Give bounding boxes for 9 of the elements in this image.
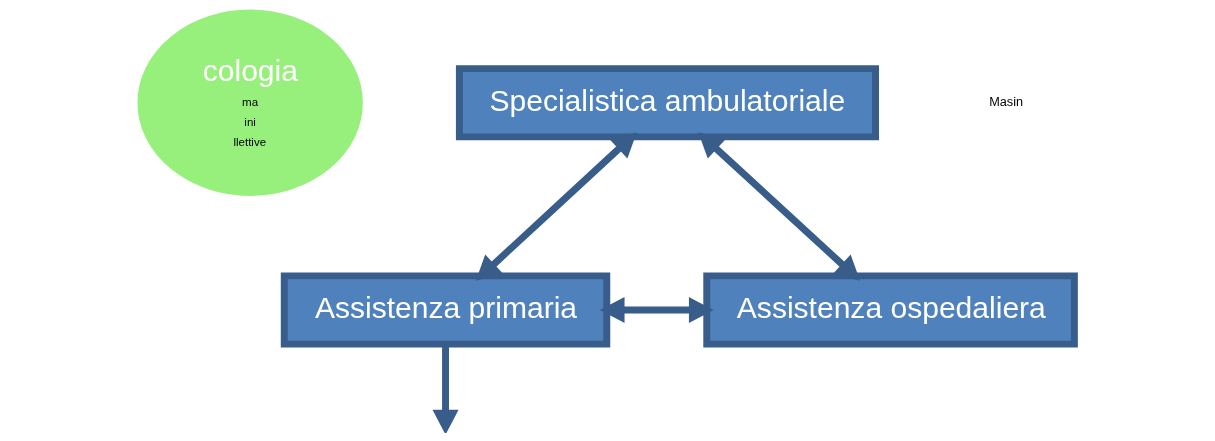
node-box: Specialistica ambulatoriale [455,65,879,141]
node-box: Assistenza ospedaliera [703,272,1078,348]
label: Masin [989,93,1024,109]
node-box: Assistenza primaria [280,272,611,348]
arrow [432,344,459,433]
node-ellipse: cologia ma ini llettive [137,9,363,196]
arrow [475,132,637,281]
arrow [698,132,861,281]
arrow [599,296,714,324]
